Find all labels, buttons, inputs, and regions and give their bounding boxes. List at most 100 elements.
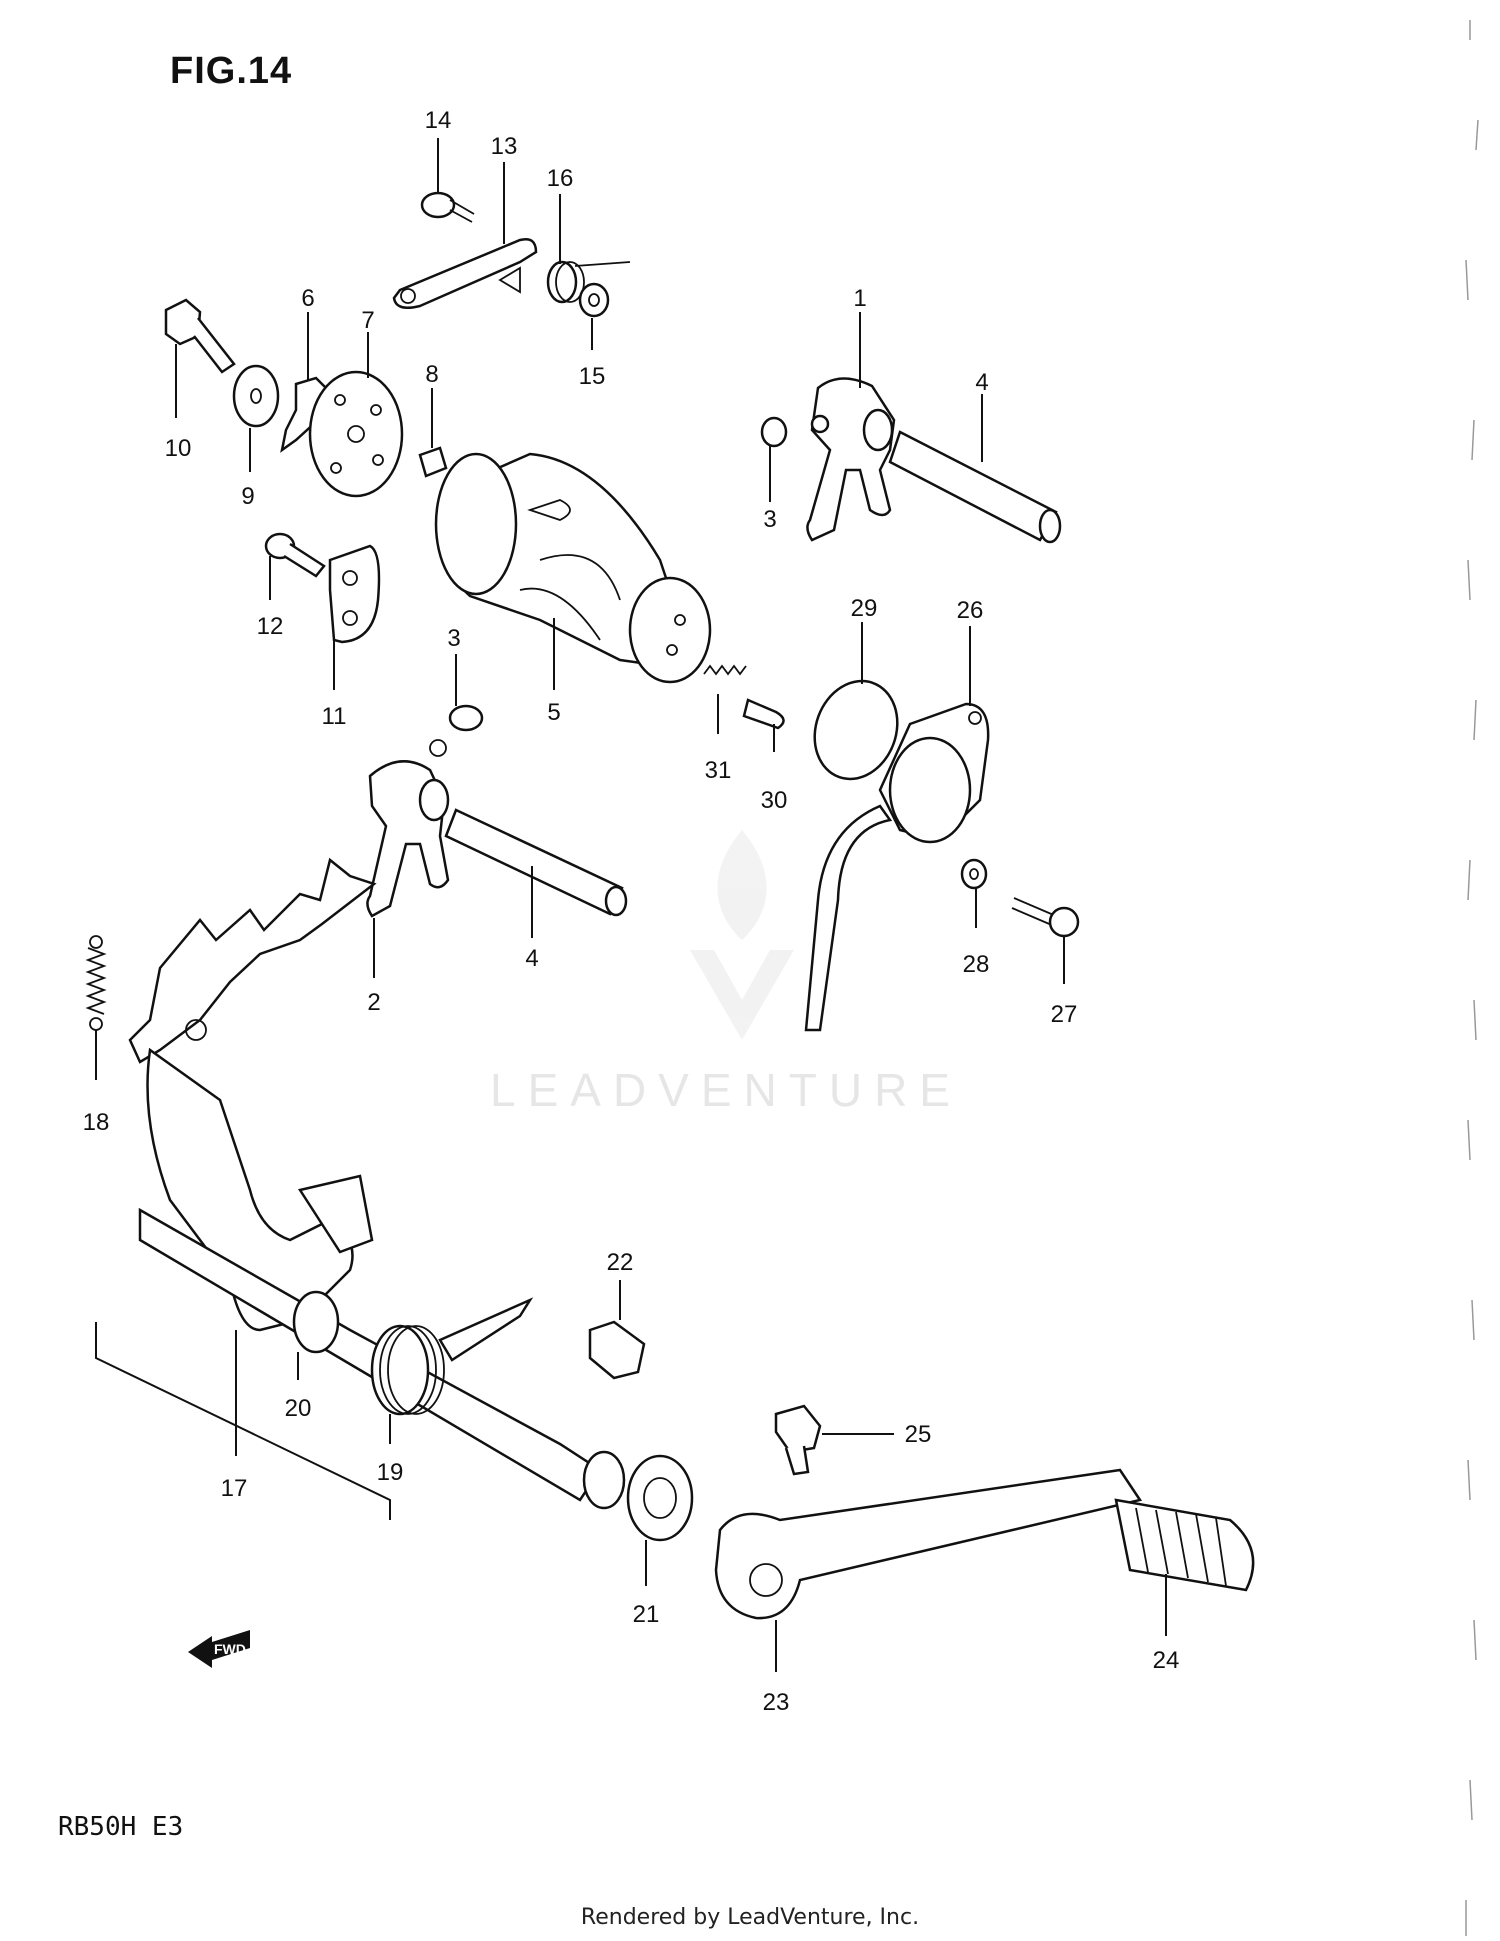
svg-text:5: 5: [547, 699, 560, 726]
part-21-oil-seal: [626, 1454, 694, 1542]
svg-text:13: 13: [491, 133, 518, 160]
callout-13: 13: [491, 133, 518, 244]
bracket-17: [95, 1322, 391, 1520]
part-27-screw: [1011, 897, 1080, 938]
callout-4b: 4: [525, 866, 539, 972]
callout-20: 20: [285, 1352, 312, 1422]
part-2-shift-fork: [366, 739, 450, 918]
fwd-arrow-icon: FWD: [188, 1630, 250, 1668]
footer-credit: Rendered by LeadVenture, Inc.: [580, 1905, 920, 1930]
part-9-washer: [232, 364, 280, 428]
part-22-stopper-bolt: [588, 1320, 646, 1380]
callout-18: 18: [83, 1030, 110, 1136]
part-10-bolt: [164, 298, 236, 374]
callout-3a: 3: [763, 446, 777, 533]
part-24-rubber: [1114, 1498, 1255, 1592]
callout-17: 17: [221, 1330, 248, 1502]
svg-text:7: 7: [361, 307, 374, 334]
figure-title: FIG.14: [170, 50, 293, 92]
callout-2: 2: [367, 918, 381, 1016]
svg-text:25: 25: [905, 1421, 932, 1448]
callout-9: 9: [241, 428, 255, 510]
part-3-roller-upper: [760, 416, 788, 448]
callout-8: 8: [425, 361, 439, 448]
part-16-spring: [546, 260, 631, 304]
svg-text:9: 9: [241, 483, 254, 510]
part-18-spring: [85, 935, 107, 1031]
svg-text:2: 2: [367, 989, 380, 1016]
callout-7: 7: [361, 307, 375, 378]
part-28-washer: [960, 858, 988, 890]
part-17-shift-shaft: [128, 857, 626, 1510]
callout-15: 15: [579, 318, 606, 390]
svg-text:3: 3: [763, 506, 776, 533]
part-26-switch: [804, 702, 990, 1032]
part-5-shift-drum: [434, 452, 712, 684]
svg-text:28: 28: [963, 951, 990, 978]
part-8-pin: [418, 446, 448, 478]
svg-text:21: 21: [633, 1601, 660, 1628]
svg-text:19: 19: [377, 1459, 404, 1486]
svg-text:18: 18: [83, 1109, 110, 1136]
svg-text:3: 3: [447, 625, 460, 652]
part-6-cam-plate: [280, 376, 332, 453]
svg-text:4: 4: [525, 945, 538, 972]
svg-text:22: 22: [607, 1249, 634, 1276]
callout-16: 16: [547, 165, 574, 264]
callout-30: 30: [761, 724, 788, 814]
callout-24: 24: [1153, 1574, 1180, 1674]
svg-text:16: 16: [547, 165, 574, 192]
part-30-plunger: [742, 698, 785, 730]
svg-text:10: 10: [165, 435, 192, 462]
svg-text:4: 4: [975, 369, 988, 396]
callout-31: 31: [705, 694, 731, 784]
part-31-spring: [703, 664, 747, 676]
part-14-bolt: [420, 191, 475, 223]
callout-4a: 4: [975, 369, 989, 462]
svg-text:11: 11: [322, 703, 347, 730]
svg-text:8: 8: [425, 361, 438, 388]
callout-21: 21: [633, 1540, 660, 1628]
callout-10: 10: [165, 344, 192, 462]
svg-text:12: 12: [257, 613, 284, 640]
callout-3b: 3: [447, 625, 461, 706]
callout-23: 23: [763, 1620, 790, 1716]
callout-26: 26: [957, 597, 983, 706]
svg-text:24: 24: [1153, 1647, 1180, 1674]
svg-text:17: 17: [221, 1475, 248, 1502]
part-25-bolt: [774, 1404, 822, 1476]
callout-22: 22: [607, 1249, 634, 1320]
part-20-collar: [292, 1290, 340, 1354]
callout-1: 1: [853, 285, 867, 388]
svg-text:6: 6: [301, 285, 314, 312]
part-4-shaft-upper: [888, 430, 1062, 544]
callout-27: 27: [1051, 936, 1077, 1028]
svg-text:29: 29: [851, 595, 878, 622]
svg-text:30: 30: [761, 787, 788, 814]
callout-11: 11: [322, 640, 347, 730]
callout-25: 25: [822, 1421, 931, 1448]
watermark-text: LEADVENTURE: [490, 1064, 962, 1116]
callout-6: 6: [301, 285, 315, 380]
part-19-return-spring: [370, 1297, 534, 1416]
svg-text:15: 15: [579, 363, 606, 390]
callout-29: 29: [851, 595, 878, 684]
fwd-label: FWD: [214, 1641, 246, 1657]
scan-noise: [1465, 20, 1479, 1936]
part-7-plate: [308, 370, 404, 498]
svg-text:20: 20: [285, 1395, 312, 1422]
callout-14: 14: [425, 107, 451, 194]
part-3-roller-lower: [448, 704, 484, 732]
watermark-logo: [690, 830, 794, 1040]
part-11-plate: [328, 544, 381, 644]
part-13-arm: [392, 238, 538, 309]
part-4-shaft-lower: [444, 808, 628, 917]
callout-19: 19: [377, 1414, 404, 1486]
callout-5: 5: [547, 618, 561, 726]
part-15-washer: [578, 282, 610, 318]
svg-text:23: 23: [763, 1689, 790, 1716]
model-code: RB50H E3: [58, 1812, 184, 1842]
part-29-oring: [813, 679, 899, 781]
part-1-shift-fork: [806, 377, 896, 542]
